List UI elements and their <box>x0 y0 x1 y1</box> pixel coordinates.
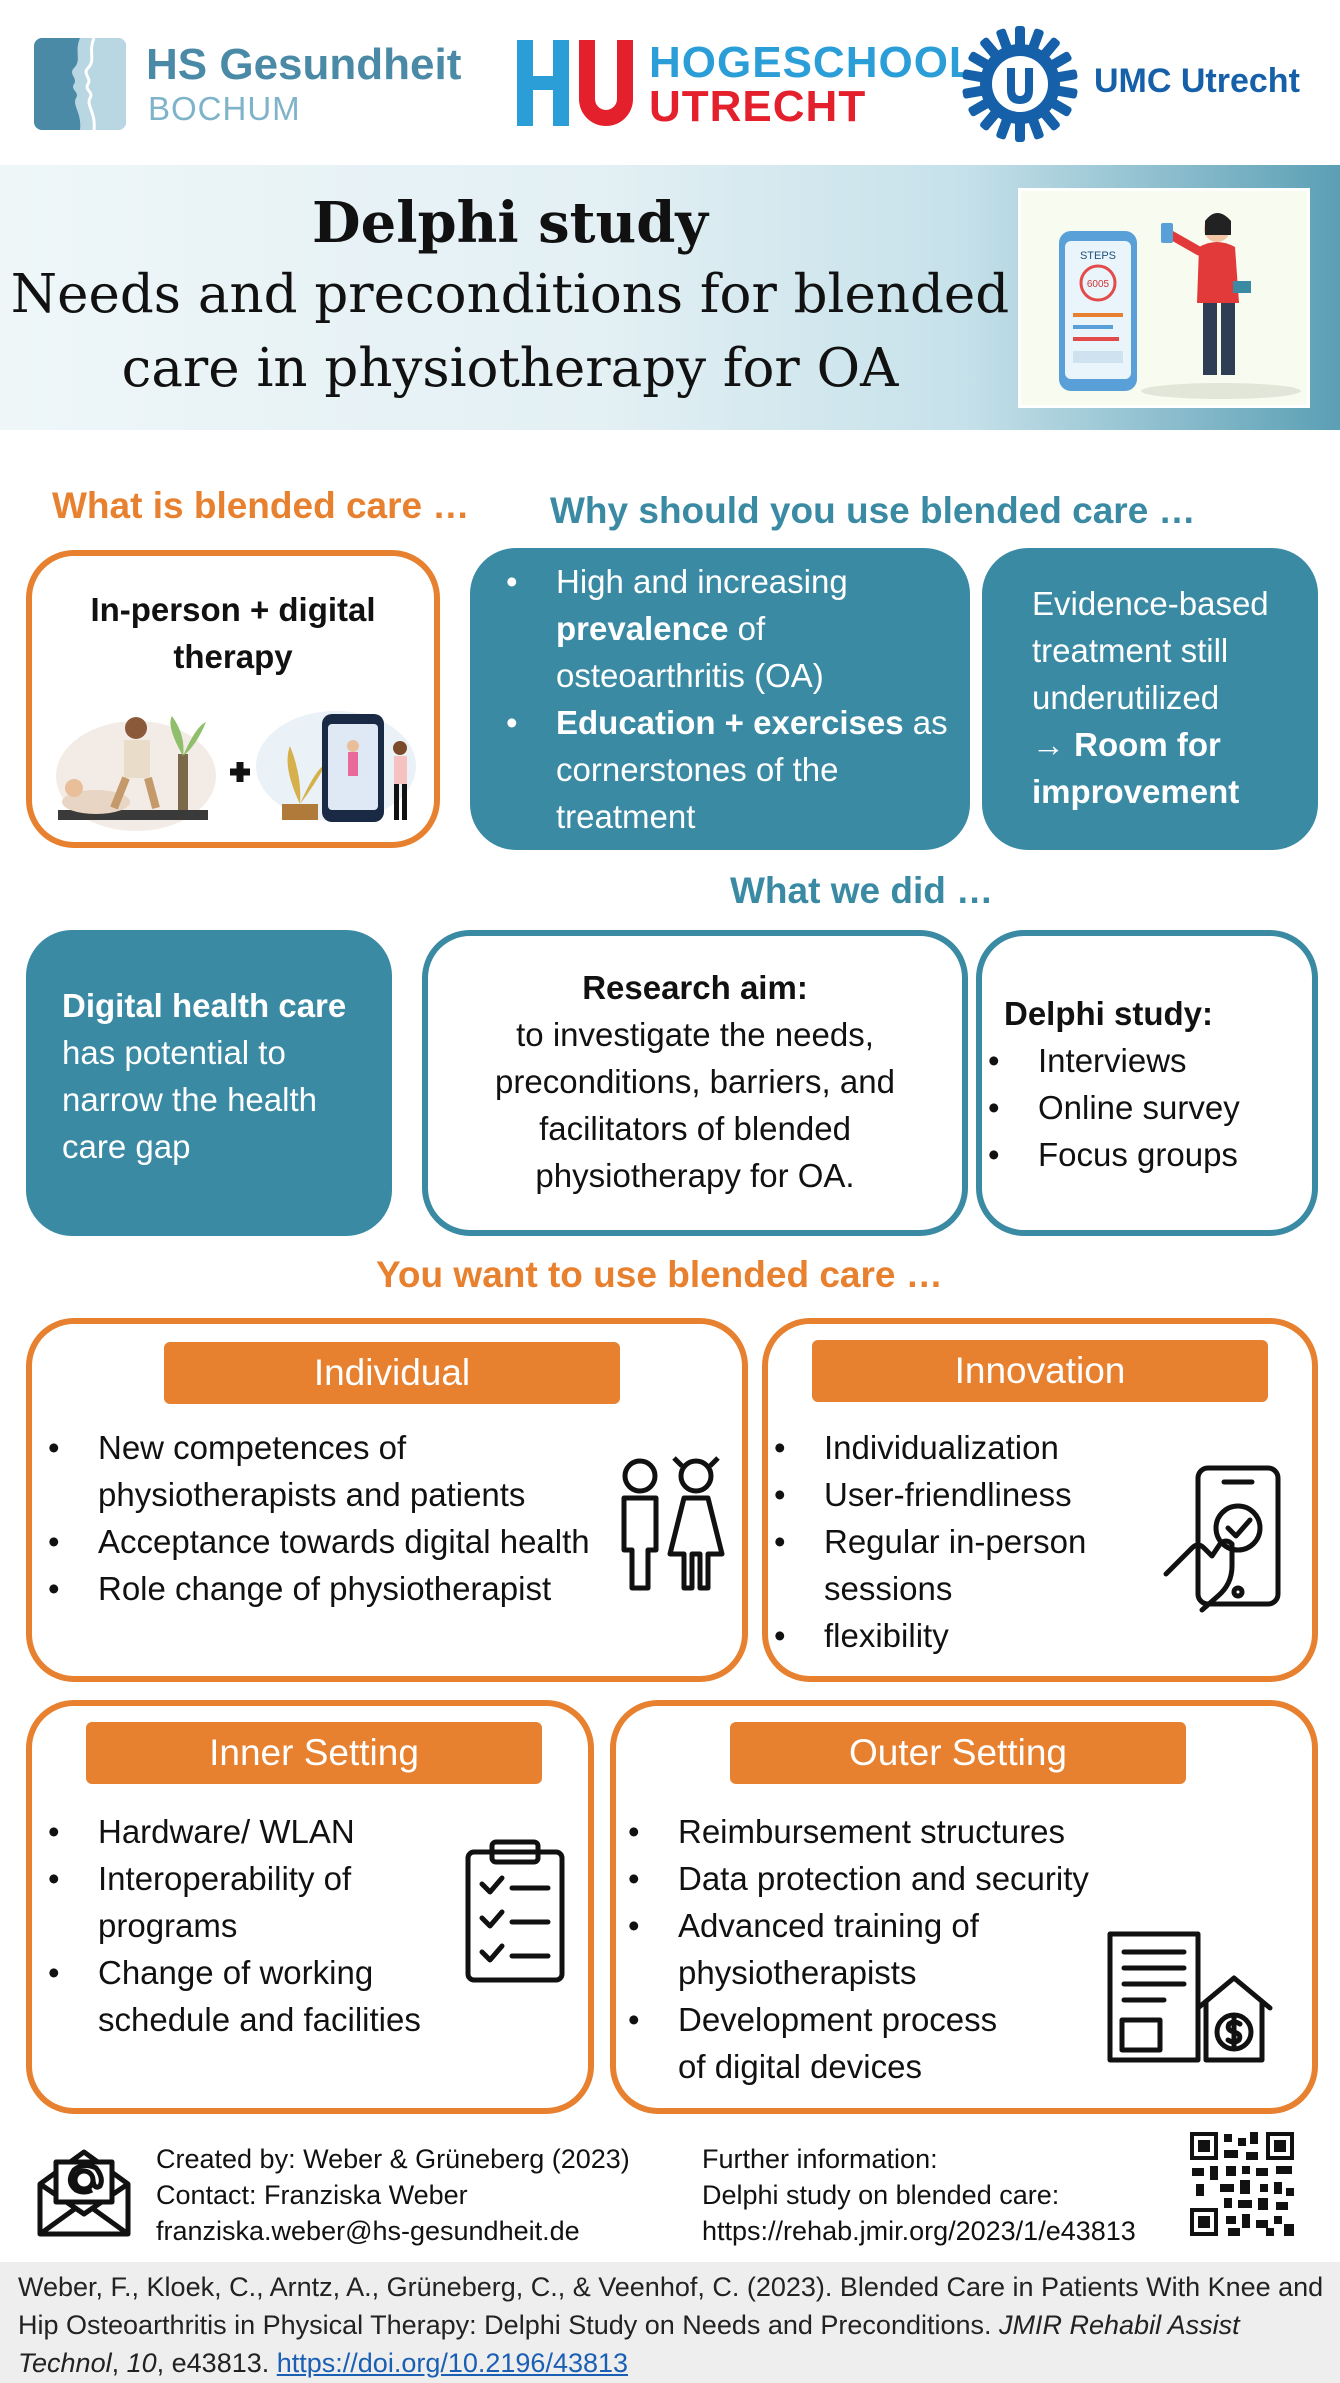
qr-code-icon[interactable] <box>1190 2132 1294 2236</box>
innovation-item: Individualization <box>768 1424 1168 1471</box>
what-is-heading: What is blended care … <box>52 485 470 526</box>
individual-box: Individual New competences of physiother… <box>26 1318 748 1682</box>
improvement-text: Room for improvement <box>1032 726 1240 810</box>
blended-care-illustration <box>56 711 416 831</box>
smartphone-check-icon <box>1163 1465 1281 1613</box>
reference-band <box>0 2262 1340 2383</box>
face-profile-icon <box>34 38 126 130</box>
inner-setting-label: Inner Setting <box>86 1722 542 1784</box>
inner-setting-item: Change of working schedule and facilitie… <box>42 1949 462 2043</box>
outer-setting-item: Reimbursement structures <box>622 1808 1092 1855</box>
research-aim-text: to investigate the needs, preconditions,… <box>495 1016 895 1194</box>
contact-text: Contact: Franziska Weber <box>156 2180 468 2210</box>
document-house-finance-icon <box>1107 1931 1273 2063</box>
app-illustration: STEPS 6005 <box>1018 188 1310 408</box>
outer-setting-item: Advanced training of physiotherapists <box>622 1902 992 1996</box>
innovation-item: User-friendliness <box>768 1471 1168 1518</box>
evidence-box: Evidence-based treatment still underutil… <box>982 548 1318 850</box>
innovation-item: flexibility <box>768 1612 1168 1659</box>
people-icon <box>621 1456 725 1591</box>
digital-health-box: Digital health care has potential to nar… <box>26 930 392 1236</box>
what-is-box: In-person + digital therapy <box>26 550 440 848</box>
email-icon <box>37 2149 131 2237</box>
digital-health-text: has potential to narrow the health care … <box>62 1034 317 1165</box>
svg-text:STEPS: STEPS <box>1080 250 1116 262</box>
created-by-text: Created by: Weber & Grüneberg (2023) <box>156 2144 630 2174</box>
outer-setting-item: Development process of digital devices <box>622 1996 1022 2090</box>
you-want-heading: You want to use blended care … <box>376 1254 943 1295</box>
what-is-label-line2: therapy <box>173 638 293 675</box>
why-heading: Why should you use blended care … <box>550 490 1196 531</box>
research-aim-title: Research aim: <box>582 969 808 1006</box>
why-prevalence-item: High and increasing prevalence of osteoa… <box>500 558 960 699</box>
umc-logo-text: UMC Utrecht <box>1094 62 1300 100</box>
doi-link[interactable]: https://doi.org/10.2196/43813 <box>276 2348 629 2378</box>
why-education-item: Education + exercises as cornerstones of… <box>500 699 960 840</box>
umc-utrecht-logo: UMC Utrecht <box>960 24 1300 144</box>
method-item: Focus groups <box>982 1131 1302 1178</box>
individual-label: Individual <box>164 1342 620 1404</box>
what-is-label-line1: In-person + digital <box>90 591 376 628</box>
reference-citation: Weber, F., Kloek, C., Arntz, A., Grünebe… <box>18 2272 1324 2378</box>
poster-subtitle: Needs and preconditions for blended care… <box>10 264 1010 399</box>
inner-setting-item: Hardware/ WLAN <box>42 1808 462 1855</box>
delphi-methods-box: Delphi study: Interviews Online survey F… <box>976 930 1318 1236</box>
delphi-study-link[interactable]: https://rehab.jmir.org/2023/1/e43813 <box>702 2216 1136 2246</box>
innovation-box: Innovation Individualization User-friend… <box>762 1318 1318 1682</box>
evidence-text: Evidence-based treatment still underutil… <box>1032 585 1269 716</box>
method-item: Interviews <box>982 1037 1302 1084</box>
inner-setting-item: Interoperability of programs <box>42 1855 462 1949</box>
arrow-icon: → <box>1032 726 1065 763</box>
method-item: Online survey <box>982 1084 1302 1131</box>
inner-setting-box: Inner Setting Hardware/ WLAN Interoperab… <box>26 1700 594 2114</box>
further-info-text: Further information: <box>702 2144 938 2174</box>
delphi-link-label: Delphi study on blended care: <box>702 2180 1060 2210</box>
hs-logo-city: BOCHUM <box>148 90 301 127</box>
individual-item: Acceptance towards digital health <box>42 1518 632 1565</box>
outer-setting-box: Outer Setting Reimbursement structures D… <box>610 1700 1318 2114</box>
innovation-label: Innovation <box>812 1340 1268 1402</box>
hs-gesundheit-logo: HS Gesundheit BOCHUM <box>34 36 464 131</box>
digital-health-bold: Digital health care <box>62 987 347 1024</box>
hu-logo-line2: UTRECHT <box>649 82 867 131</box>
umc-seal-icon <box>962 26 1078 142</box>
hs-logo-name: HS Gesundheit <box>146 40 462 89</box>
delphi-methods-title: Delphi study: <box>1004 995 1214 1032</box>
research-aim-box: Research aim: to investigate the needs, … <box>422 930 968 1236</box>
outer-setting-label: Outer Setting <box>730 1722 1186 1784</box>
clipboard-checklist-icon <box>465 1839 565 1983</box>
hogeschool-utrecht-logo: HOGESCHOOL UTRECHT <box>517 36 976 131</box>
individual-item: Role change of physiotherapist <box>42 1565 632 1612</box>
why-box: High and increasing prevalence of osteoa… <box>470 548 970 850</box>
what-we-did-heading: What we did … <box>730 870 994 911</box>
svg-text:6005: 6005 <box>1087 279 1110 290</box>
contact-email-link[interactable]: franziska.weber@hs-gesundheit.de <box>156 2216 580 2246</box>
hu-logo-line1: HOGESCHOOL <box>649 38 977 87</box>
poster-title: Delphi study <box>312 190 708 256</box>
individual-item: New competences of physiotherapists and … <box>42 1424 632 1518</box>
outer-setting-item: Data protection and security <box>622 1855 1092 1902</box>
innovation-item: Regular in-person sessions <box>768 1518 1168 1612</box>
